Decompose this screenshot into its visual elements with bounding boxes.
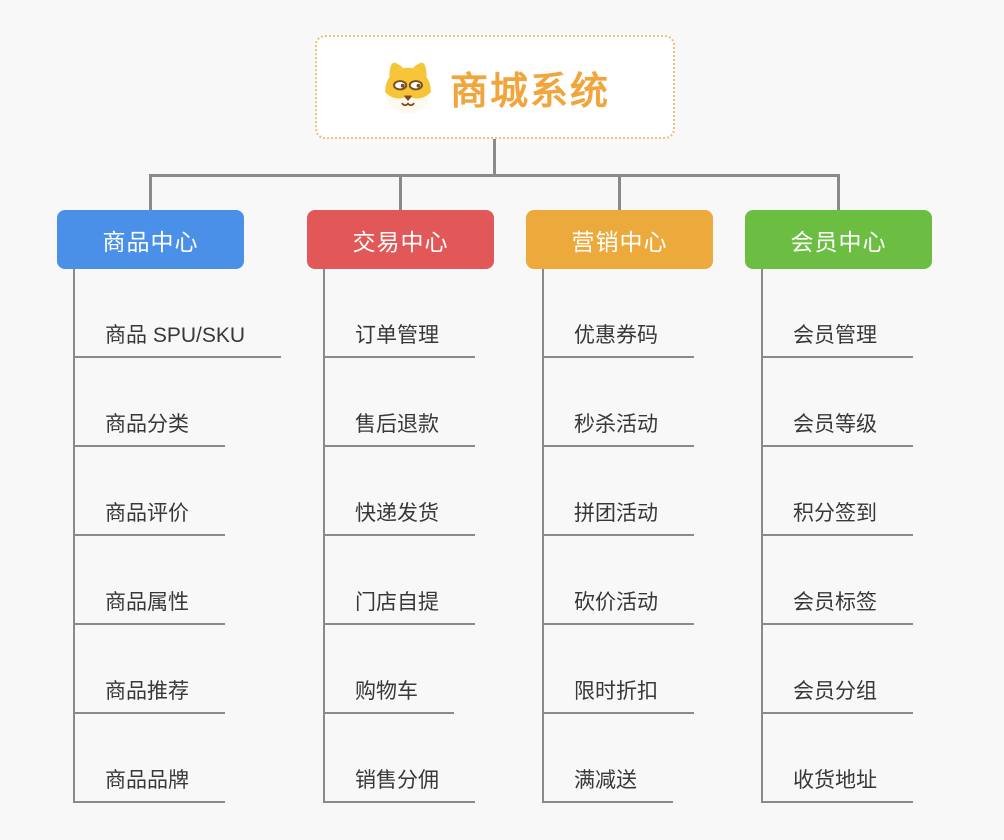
sub-topic-member-tag[interactable]: 会员标签: [763, 536, 913, 625]
sub-topic-spend-and-save[interactable]: 满减送: [544, 714, 673, 803]
root-topic-label: 商城系统: [449, 70, 610, 113]
subtopics-marketing-center: 优惠券码 秒杀活动 拼团活动 砍价活动 限时折扣 满减送: [542, 269, 694, 803]
sub-topic-product-spu-sku[interactable]: 商品 SPU/SKU: [75, 269, 282, 358]
subtopics-member-center: 会员管理 会员等级 积分签到 会员标签 会员分组 收货地址: [761, 269, 913, 803]
sub-topic-product-attribute[interactable]: 商品属性: [75, 536, 225, 625]
sub-topic-sales-commission[interactable]: 销售分佣: [325, 714, 475, 803]
sub-topic-order-management[interactable]: 订单管理: [325, 269, 475, 358]
connector-drop-marketing: [618, 174, 621, 210]
branch-member-center[interactable]: 会员中心: [745, 210, 932, 269]
branch-label: 交易中心: [352, 228, 449, 255]
sub-topic-store-pickup[interactable]: 门店自提: [325, 536, 475, 625]
branch-label: 商品中心: [102, 228, 199, 255]
sub-topic-coupon-code[interactable]: 优惠券码: [544, 269, 694, 358]
sub-topic-product-brand[interactable]: 商品品牌: [75, 714, 225, 803]
connector-drop-member: [837, 174, 840, 210]
sub-topic-flash-sale[interactable]: 秒杀活动: [544, 358, 694, 447]
subtopics-trade-center: 订单管理 售后退款 快递发货 门店自提 购物车 销售分佣: [323, 269, 475, 803]
sub-topic-product-review[interactable]: 商品评价: [75, 447, 225, 536]
sub-topic-product-recommend[interactable]: 商品推荐: [75, 625, 225, 714]
sub-topic-bargain-activity[interactable]: 砍价活动: [544, 536, 694, 625]
connector-root-stem: [493, 139, 496, 177]
branch-label: 会员中心: [790, 228, 887, 255]
branch-product-center[interactable]: 商品中心: [57, 210, 244, 269]
sub-topic-express-delivery[interactable]: 快递发货: [325, 447, 475, 536]
sub-topic-product-category[interactable]: 商品分类: [75, 358, 225, 447]
sub-topic-member-level[interactable]: 会员等级: [763, 358, 913, 447]
connector-drop-product: [149, 174, 152, 210]
sub-topic-shopping-cart[interactable]: 购物车: [325, 625, 454, 714]
connector-drop-trade: [399, 174, 402, 210]
dog-face-icon: [385, 62, 431, 114]
connector-rail: [149, 174, 840, 177]
sub-topic-member-management[interactable]: 会员管理: [763, 269, 913, 358]
sub-topic-aftersale-refund[interactable]: 售后退款: [325, 358, 475, 447]
branch-label: 营销中心: [571, 228, 668, 255]
sub-topic-shipping-address[interactable]: 收货地址: [763, 714, 913, 803]
sub-topic-limited-time-discount[interactable]: 限时折扣: [544, 625, 694, 714]
sub-topic-member-group[interactable]: 会员分组: [763, 625, 913, 714]
sub-topic-group-buy[interactable]: 拼团活动: [544, 447, 694, 536]
subtopics-product-center: 商品 SPU/SKU 商品分类 商品评价 商品属性 商品推荐 商品品牌: [73, 269, 282, 803]
branch-trade-center[interactable]: 交易中心: [307, 210, 494, 269]
sub-topic-points-checkin[interactable]: 积分签到: [763, 447, 913, 536]
root-topic[interactable]: 商城系统: [315, 35, 675, 139]
branch-marketing-center[interactable]: 营销中心: [526, 210, 713, 269]
